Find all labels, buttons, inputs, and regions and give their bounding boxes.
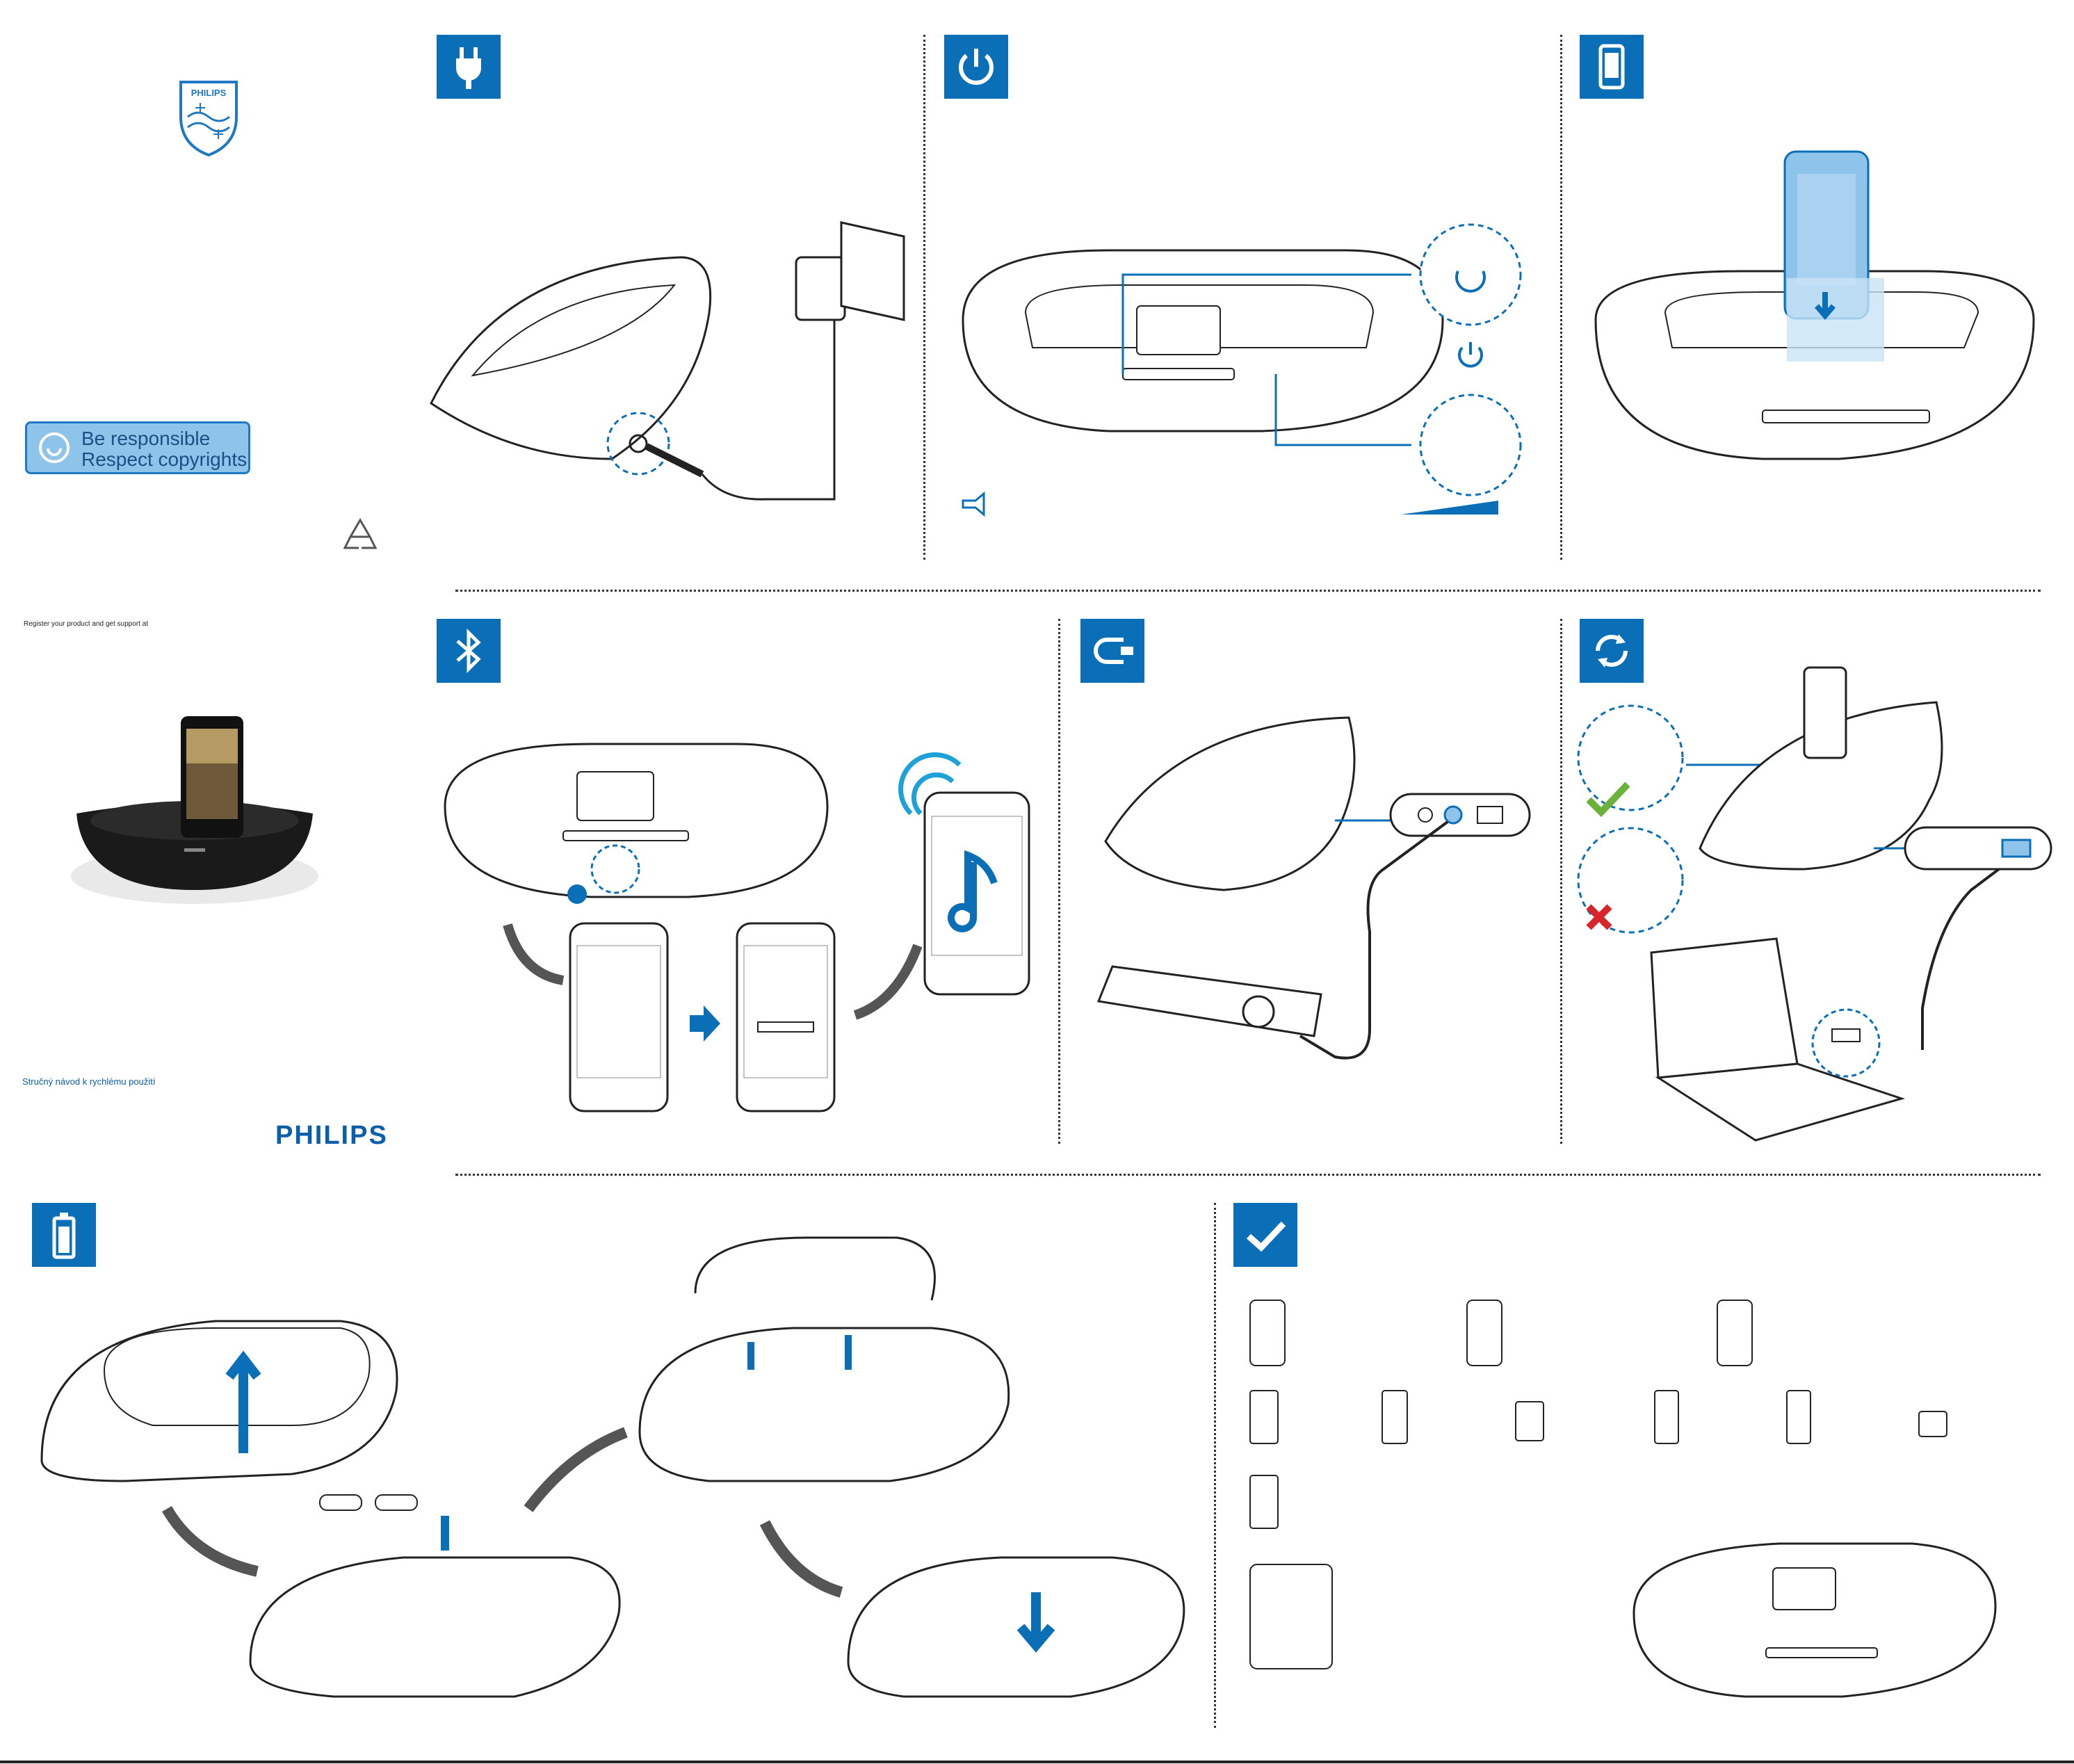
- divider: [923, 35, 925, 560]
- badge-line-1: Be responsible: [81, 428, 210, 450]
- bluetooth-icon: [437, 619, 501, 683]
- usb-sync-illustration: [1575, 661, 2061, 1147]
- audio-in-illustration: [1092, 702, 1537, 1078]
- speaker-power-connection-illustration: [417, 209, 918, 515]
- power-volume-controls-illustration: [956, 209, 1554, 535]
- register-text: Register your product and get support at: [24, 620, 148, 628]
- divider: [455, 1174, 2041, 1176]
- power-ring-icon: [38, 432, 70, 464]
- divider: [1058, 619, 1060, 1144]
- product-photo: [70, 709, 320, 918]
- power-icon: [944, 35, 1008, 99]
- dock-iphone-illustration: [1589, 146, 2048, 473]
- bluetooth-pairing-illustration: [438, 737, 1050, 1126]
- divider: [455, 590, 2041, 592]
- philips-shield-logo: PHILIPS: [174, 75, 243, 159]
- brand-wordmark: PHILIPS: [275, 1121, 388, 1151]
- plug-icon: [437, 35, 501, 99]
- copyright-badge: Be responsible Respect copyrights: [25, 421, 250, 474]
- audio-in-icon: [1080, 619, 1144, 683]
- divider: [1214, 1203, 1216, 1728]
- battery-installation-illustration: [28, 1231, 1210, 1717]
- bottom-rule: [0, 1761, 2074, 1763]
- phone-icon: [1580, 35, 1644, 99]
- svg-text:PHILIPS: PHILIPS: [191, 88, 227, 98]
- compatible-devices-illustration: [1245, 1293, 2044, 1710]
- checkmark-icon: [1233, 1203, 1297, 1267]
- quick-start-title: Stručný návod k rychlému použití: [22, 1076, 155, 1087]
- badge-line-2: Respect copyrights: [81, 448, 247, 471]
- divider: [1560, 35, 1562, 560]
- divider: [1560, 619, 1562, 1144]
- recycle-icon: [341, 516, 380, 555]
